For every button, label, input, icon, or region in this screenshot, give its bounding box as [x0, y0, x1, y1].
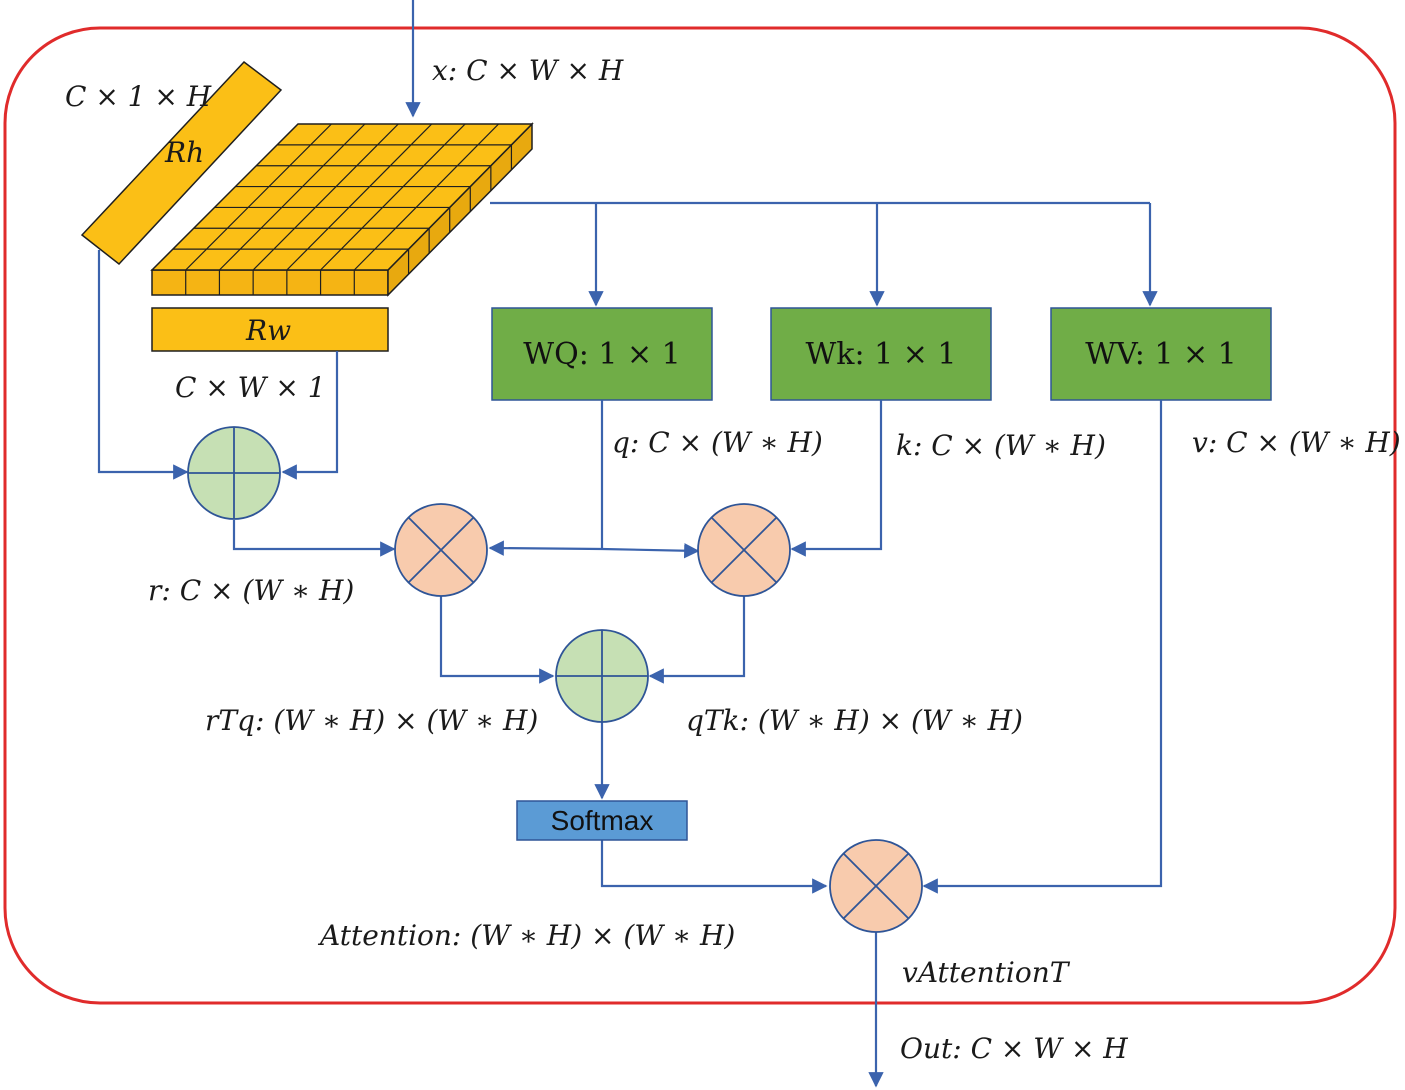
- multiply-icon: [842, 852, 910, 920]
- rh-shape: C × 1 × H: [65, 80, 212, 113]
- k-label: k: C × (W ∗ H): [896, 429, 1106, 462]
- conv-wq-box: WQ: 1 × 1: [491, 307, 713, 401]
- logits-sum-node: [555, 629, 649, 723]
- rw-bar: Rw: [151, 307, 389, 352]
- v-label: v: C × (W ∗ H): [1192, 426, 1401, 459]
- rw-shape: C × W × 1: [175, 371, 326, 404]
- attention-label: Attention: (W ∗ H) × (W ∗ H): [317, 919, 735, 952]
- qk-multiply-node: [697, 503, 791, 597]
- multiply-icon: [710, 516, 778, 584]
- rq-multiply-node: [394, 503, 488, 597]
- rq-label: rTq: (W ∗ H) × (W ∗ H): [205, 704, 538, 737]
- input-label: x: C × W × H: [432, 54, 624, 87]
- flow-lines: [97, 250, 1163, 1088]
- conv-wq-label: WQ: 1 × 1: [523, 337, 680, 372]
- q-label: q: C × (W ∗ H): [612, 426, 823, 459]
- sum-icon: [188, 427, 280, 519]
- r-label: r: C × (W ∗ H): [148, 574, 354, 607]
- rw-name: Rw: [245, 314, 291, 347]
- r-sum-node: [187, 426, 281, 520]
- conv-wk-box: Wk: 1 × 1: [770, 307, 992, 401]
- output-label: Out: C × W × H: [900, 1032, 1128, 1065]
- softmax-label: Softmax: [551, 805, 654, 836]
- rh-name: Rh: [164, 136, 204, 169]
- conv-wv-box: WV: 1 × 1: [1050, 307, 1272, 401]
- branch-lines: [490, 201, 1158, 307]
- input-tensor: [150, 122, 534, 297]
- sum-icon: [556, 630, 648, 722]
- conv-wk-label: Wk: 1 × 1: [805, 337, 956, 372]
- v-multiply-node: [829, 839, 923, 933]
- softmax-box: Softmax: [516, 800, 688, 841]
- qk-label: qTk: (W ∗ H) × (W ∗ H): [686, 704, 1023, 737]
- rh-bar: Rh: [80, 60, 283, 266]
- conv-wv-label: WV: 1 × 1: [1085, 337, 1237, 372]
- module-panel: [3, 26, 1397, 1005]
- multiply-icon: [407, 516, 475, 584]
- v-attention-label: vAttentionT: [902, 956, 1071, 989]
